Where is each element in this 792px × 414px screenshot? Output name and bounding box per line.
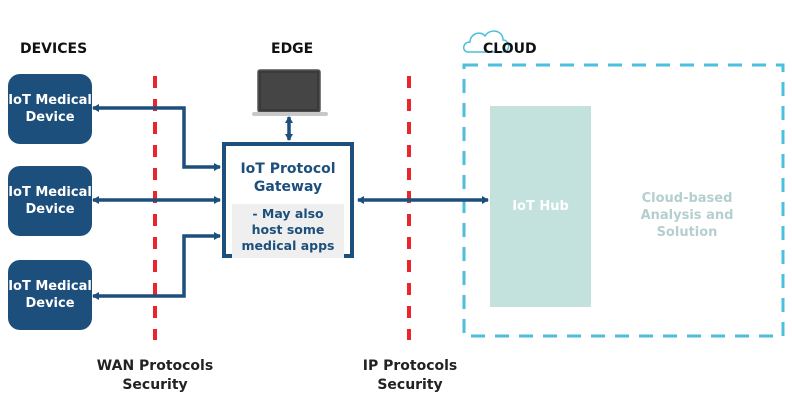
- gateway-note-line: medical apps: [241, 238, 335, 253]
- device-label: Device: [25, 110, 75, 125]
- device-label: IoT Medical: [8, 93, 92, 108]
- cloud-icon: [463, 30, 510, 53]
- gateway-title-line: Gateway: [253, 179, 323, 195]
- cloud-analysis-text: Cloud-based Analysis and Solution: [612, 190, 762, 241]
- devices-heading: DEVICES: [20, 41, 88, 57]
- device-label: Device: [25, 296, 75, 311]
- device-label: Device: [25, 202, 75, 217]
- gateway-note-line: host some: [251, 222, 325, 237]
- iot-protocol-gateway[interactable]: IoT Protocol Gateway - May also host som…: [222, 142, 354, 258]
- connector-device-3: [92, 232, 221, 300]
- wan-protocols-label: WAN Protocols Security: [90, 357, 220, 395]
- boundary-label-line: IP Protocols: [362, 358, 458, 374]
- edge-heading: EDGE: [271, 41, 314, 57]
- iot-hub[interactable]: IoT Hub: [490, 106, 591, 307]
- gateway-note: - May also host some medical apps: [232, 204, 344, 258]
- gateway-title: IoT Protocol Gateway: [226, 160, 350, 196]
- gateway-note-line: - May also: [252, 206, 324, 221]
- boundary-label-line: Security: [377, 377, 443, 393]
- device-label: IoT Medical: [8, 185, 92, 200]
- gateway-title-line: IoT Protocol: [240, 161, 336, 177]
- cloud-heading: CLOUD: [483, 41, 537, 57]
- device-label: IoT Medical: [8, 279, 92, 294]
- analysis-line: Cloud-based: [641, 191, 733, 206]
- hub-label: IoT Hub: [512, 199, 569, 214]
- boundary-label-line: WAN Protocols: [96, 358, 214, 374]
- analysis-line: Analysis and Solution: [640, 208, 734, 240]
- connector-device-1: [92, 104, 221, 171]
- laptop-icon: [252, 69, 328, 116]
- ip-protocols-label: IP Protocols Security: [345, 357, 475, 395]
- boundary-label-line: Security: [122, 377, 188, 393]
